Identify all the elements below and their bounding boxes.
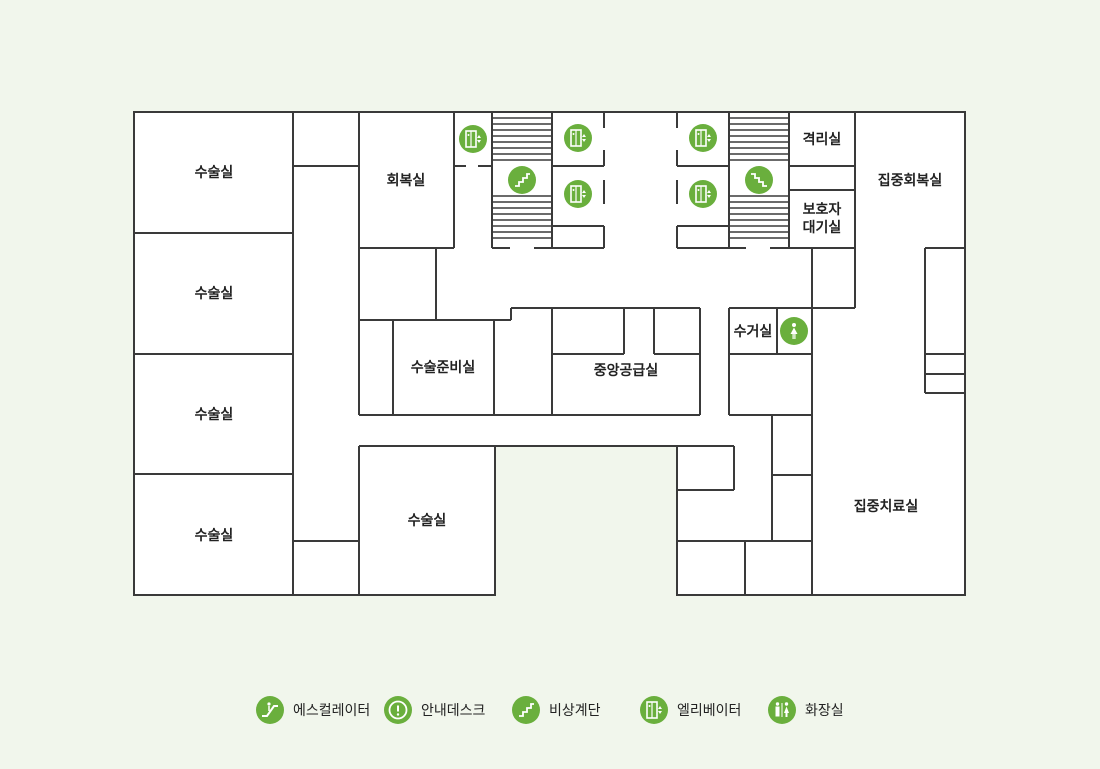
- elevator-icon: [688, 179, 718, 209]
- escalator-icon: [255, 695, 285, 725]
- room-label-isolation: 격리실: [803, 131, 842, 148]
- legend-label: 에스컬레이터: [293, 703, 370, 719]
- room-label-guardian-line2: 대기실: [803, 220, 842, 236]
- elevator-icon: [639, 695, 669, 725]
- stairs-icon: [511, 695, 541, 725]
- restroom-icon: [767, 695, 797, 725]
- legend-item-elevator: 엘리베이터: [639, 695, 741, 725]
- stairs-left-treads: [492, 117, 552, 239]
- elevator-icon: [563, 123, 593, 153]
- room-label-or-2: 수술실: [195, 286, 234, 302]
- room-label-or-3: 수술실: [195, 407, 234, 423]
- elevator-icon: [458, 124, 488, 154]
- legend-label: 비상계단: [549, 703, 601, 719]
- restroom-icon: [780, 317, 808, 345]
- legend-label: 엘리베이터: [677, 703, 741, 719]
- legend-item-escalator: 에스컬레이터: [255, 695, 370, 725]
- room-label-icu: 집중치료실: [854, 498, 918, 515]
- room-label-collection: 수거실: [734, 324, 773, 340]
- stairs-icon: [507, 165, 537, 195]
- legend: 에스컬레이터 안내데스크 비상계단 엘리베이터 화장실: [255, 695, 844, 725]
- room-label-icu-recovery: 집중회복실: [878, 172, 942, 189]
- room-label-recovery: 회복실: [387, 173, 426, 189]
- info-desk-icon: [383, 695, 413, 725]
- room-labels: 수술실 수술실 수술실 수술실 수술실 회복실 격리실 집중회복실 보호자 대기…: [195, 131, 943, 544]
- legend-item-info-desk: 안내데스크: [383, 695, 486, 725]
- room-label-guardian-line1: 보호자: [803, 202, 842, 218]
- room-label-or-4: 수술실: [195, 528, 234, 544]
- elevator-icon: [688, 123, 718, 153]
- stairs-right-treads: [729, 117, 789, 239]
- room-label-or-5: 수술실: [408, 513, 447, 529]
- legend-item-restroom: 화장실: [767, 695, 844, 725]
- elevator-icon: [563, 179, 593, 209]
- legend-label: 화장실: [805, 703, 844, 719]
- legend-label: 안내데스크: [421, 703, 486, 719]
- stairs-icon: [744, 165, 774, 195]
- legend-item-stairs: 비상계단: [511, 695, 601, 725]
- room-label-central-supply: 중앙공급실: [594, 362, 658, 379]
- room-label-or-1: 수술실: [195, 165, 234, 181]
- room-label-prep: 수술준비실: [411, 360, 475, 376]
